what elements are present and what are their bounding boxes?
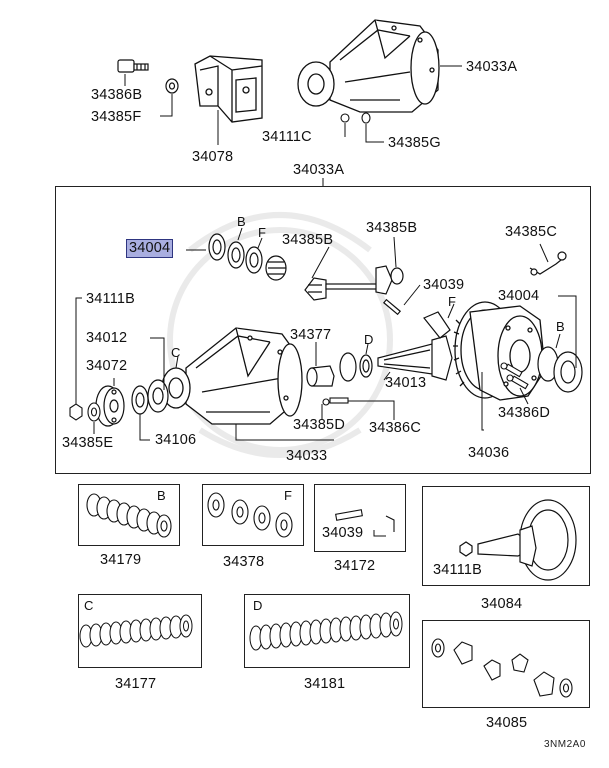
label-34377[interactable]: 34377 — [290, 327, 332, 343]
kit-box-34085[interactable] — [422, 620, 590, 708]
label-34177[interactable]: 34177 — [115, 676, 157, 692]
kit-34084-inner-34111B[interactable]: 34111B — [433, 562, 483, 578]
clip-34385C[interactable] — [529, 251, 567, 276]
washer-34385G[interactable] — [361, 112, 371, 124]
drive-pinion-34013[interactable] — [377, 311, 453, 381]
kit-34172-pin[interactable] — [335, 509, 395, 532]
carrier-housing-34033[interactable] — [161, 327, 303, 425]
label-34033A-main[interactable]: 34033A — [293, 162, 345, 178]
label-34385C[interactable]: 34385C — [505, 224, 557, 240]
kit-box-34084[interactable] — [422, 486, 590, 586]
kit-34179-letter: B — [157, 488, 166, 503]
pinion-shaft-assembly[interactable] — [304, 265, 404, 316]
label-34004-right[interactable]: 34004 — [498, 288, 540, 304]
label-34072[interactable]: 34072 — [86, 358, 128, 374]
bearing-34004-right[interactable] — [537, 346, 583, 393]
label-34385B-2[interactable]: 34385B — [366, 220, 418, 236]
bolt-34386B[interactable] — [117, 59, 149, 73]
label-34012[interactable]: 34012 — [86, 330, 128, 346]
washer-34385E[interactable] — [87, 402, 101, 422]
bolt-34386C[interactable] — [322, 397, 349, 406]
kit-box-34177[interactable] — [78, 594, 202, 668]
letter-C: C — [171, 345, 181, 360]
watermark-emblem — [167, 212, 393, 458]
label-34085[interactable]: 34085 — [486, 715, 528, 731]
label-34036[interactable]: 34036 — [468, 445, 510, 461]
label-34385F[interactable]: 34385F — [91, 109, 142, 125]
diagram-code: 3NM2A0 — [544, 739, 586, 750]
label-34385E[interactable]: 34385E — [62, 435, 114, 451]
kit-34378-washers[interactable] — [207, 492, 293, 538]
nut-34111C[interactable] — [340, 113, 350, 123]
letter-D: D — [364, 332, 374, 347]
label-34385G[interactable]: 34385G — [388, 135, 441, 151]
label-34111C[interactable]: 34111C — [262, 129, 312, 145]
kit-34181-washers[interactable] — [249, 611, 403, 651]
label-34386B[interactable]: 34386B — [91, 87, 143, 103]
label-34106[interactable]: 34106 — [155, 432, 197, 448]
kit-box-34179[interactable] — [78, 484, 180, 546]
letter-B-top: B — [237, 214, 246, 229]
kit-34378-letter: F — [284, 488, 292, 503]
spacer-34377[interactable] — [306, 352, 373, 387]
diff-carrier-34033A-top[interactable] — [297, 19, 440, 113]
kit-box-34172[interactable] — [314, 484, 406, 552]
kit-34177-washers[interactable] — [79, 614, 193, 648]
label-34181[interactable]: 34181 — [304, 676, 346, 692]
label-34385B-1[interactable]: 34385B — [282, 232, 334, 248]
label-34179[interactable]: 34179 — [100, 552, 142, 568]
letter-F-top: F — [258, 225, 266, 240]
label-34378[interactable]: 34378 — [223, 554, 265, 570]
label-34386C[interactable]: 34386C — [369, 420, 421, 436]
kit-34172-inner-34039[interactable]: 34039 — [322, 525, 364, 541]
label-34386D[interactable]: 34386D — [498, 405, 550, 421]
kit-34177-letter: C — [84, 598, 94, 613]
companion-flange-34072[interactable] — [95, 385, 125, 427]
oil-seal-bearing-34106[interactable] — [131, 379, 169, 415]
letter-F-mid: F — [448, 294, 456, 309]
bolts-34386D[interactable] — [500, 362, 529, 390]
kit-box-34181[interactable] — [244, 594, 410, 668]
label-34385D[interactable]: 34385D — [293, 417, 345, 433]
kit-34181-letter: D — [253, 598, 263, 613]
label-34033[interactable]: 34033 — [286, 448, 328, 464]
label-34039[interactable]: 34039 — [423, 277, 465, 293]
label-34172[interactable]: 34172 — [334, 558, 376, 574]
label-34111B[interactable]: 34111B — [86, 291, 136, 307]
label-34033A-top[interactable]: 34033A — [466, 59, 518, 75]
kit-34179-washers[interactable] — [86, 493, 172, 538]
label-34084[interactable]: 34084 — [481, 596, 523, 612]
kit-34084-ring-pinion[interactable] — [459, 499, 577, 581]
kit-34085-gears[interactable] — [431, 638, 573, 698]
mount-bracket-34078[interactable] — [194, 55, 263, 123]
label-34004-highlighted[interactable]: 34004 — [125, 239, 174, 258]
side-gear-set-34004[interactable] — [208, 233, 287, 281]
letter-B-right: B — [556, 319, 565, 334]
main-assembly-frame — [55, 186, 591, 474]
washer-34385F[interactable] — [165, 78, 179, 94]
label-34078[interactable]: 34078 — [192, 149, 234, 165]
kit-box-34378[interactable] — [202, 484, 304, 546]
label-34013[interactable]: 34013 — [385, 375, 427, 391]
